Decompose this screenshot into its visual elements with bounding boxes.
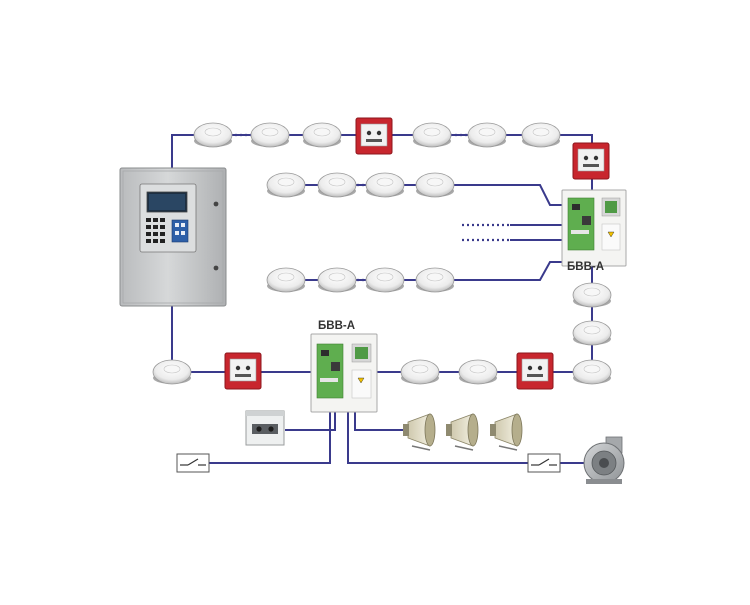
smoke-detector-icon [152,359,192,385]
manual-call-point-icon [355,117,393,155]
call-points [224,117,610,390]
smoke-exhaust-fan-icon [583,436,625,484]
wire-switch-right [347,410,530,464]
siren-horn-icon [446,413,479,451]
manual-call-point-icon [224,352,262,390]
wire-horns [354,410,410,431]
smoke-detector-icon [266,267,306,293]
bvv-module-icon [561,189,627,267]
smoke-detector-icon [193,122,233,148]
siren-horn-icon [403,413,436,451]
manual-call-point-icon [572,142,610,180]
relay-switch-icon [527,453,561,473]
bvv-label-bottom: БВВ-А [318,320,355,332]
bvv-module-icon [310,333,378,413]
detectors [152,122,612,385]
smoke-detector-icon [572,359,612,385]
smoke-detector-icon [521,122,561,148]
smoke-detector-icon [250,122,290,148]
smoke-detector-icon [317,172,357,198]
smoke-detector-icon [415,172,455,198]
controller-blue-keys [171,219,189,243]
smoke-detector-icon [266,172,306,198]
controller-keypad [146,218,165,243]
manual-call-point-icon [516,352,554,390]
smoke-detector-icon [572,282,612,308]
dotted-wires [230,133,510,282]
smoke-detector-icon [572,320,612,346]
control-panel-icon [119,167,227,307]
smoke-detector-icon [415,267,455,293]
smoke-detector-icon [458,359,498,385]
relay-switch-icon [176,453,210,473]
smoke-detector-icon [302,122,342,148]
wire-box [285,410,336,431]
wire-switch-left [205,410,331,464]
smoke-detector-icon [317,267,357,293]
smoke-detector-icon [365,267,405,293]
junction-box-icon [245,410,285,446]
smoke-detector-icon [412,122,452,148]
smoke-detector-icon [467,122,507,148]
horns [403,413,523,451]
siren-horn-icon [490,413,523,451]
smoke-detector-icon [400,359,440,385]
bvv-label-top: БВВ-А [567,261,604,273]
smoke-detector-icon [365,172,405,198]
